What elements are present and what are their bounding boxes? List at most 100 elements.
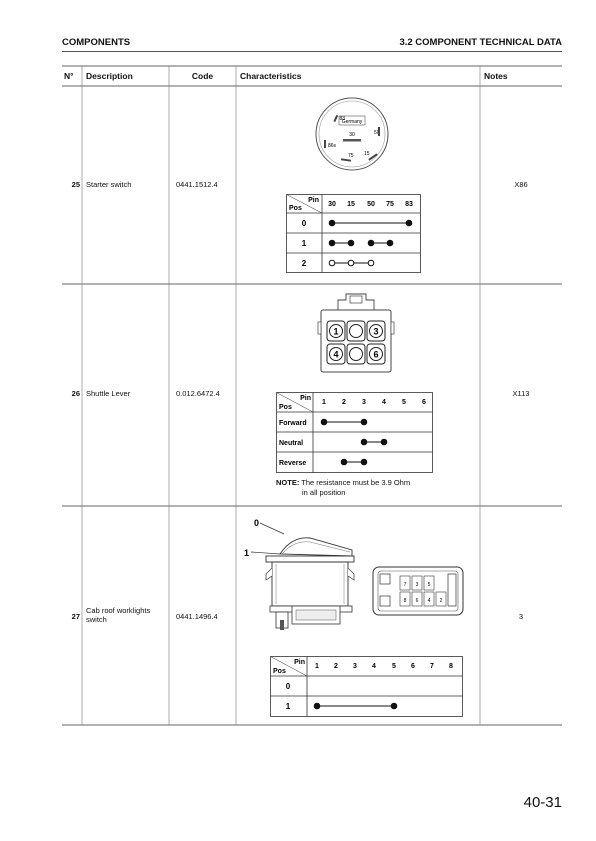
connector-pin-label: 6 [373, 350, 378, 360]
pin-label: 6 [411, 663, 415, 670]
row-code: 0441.1512.4 [176, 180, 218, 189]
terminal-50-label: 50 [374, 130, 380, 136]
lever-position-1-label: 1 [244, 548, 249, 558]
rear-pin-label: 2 [440, 598, 443, 604]
row-notes: X86 [514, 180, 528, 189]
header-rule [62, 51, 562, 52]
row-description-line1: Cab roof worklights [86, 606, 151, 615]
rear-pin-label: 4 [428, 598, 431, 604]
pin-label: 3 [362, 399, 366, 406]
connection-dot [347, 239, 355, 247]
terminal-15-label: 15 [364, 151, 370, 157]
connection-ring [367, 259, 375, 267]
resistance-note: NOTE: The resistance must be 3.9 Ohm [276, 478, 410, 487]
note-text: The resistance must be 3.9 Ohm [301, 478, 411, 487]
col-header-code: Code [191, 71, 214, 81]
position-label: Neutral [279, 440, 303, 447]
connection-dot [360, 418, 368, 426]
pin-label: 2 [342, 399, 346, 406]
position-label: Forward [279, 420, 307, 427]
row-number: 26 [71, 389, 80, 398]
connection-dot [390, 702, 398, 710]
row-description: Cab roof worklights switch [86, 606, 150, 624]
pin-label: 83 [405, 201, 413, 208]
connection-dot [313, 702, 321, 710]
pin-label: 75 [386, 201, 394, 208]
shuttle-lever-pin-table: Pin Pos 1 2 3 4 5 6 Forward Neutral Reve… [276, 392, 433, 473]
terminal-86s-label: 86s [328, 143, 337, 149]
pin-label: 15 [347, 201, 355, 208]
pin-header: Pin [300, 395, 311, 402]
terminal-83-label: 83 [339, 116, 345, 122]
connection-dot [386, 239, 394, 247]
rear-pin-label: 6 [416, 598, 419, 604]
pin-label: 2 [334, 663, 338, 670]
page-number: 40-31 [523, 794, 562, 811]
col-header-notes: Notes [484, 71, 508, 81]
pin-label: 30 [328, 201, 336, 208]
terminal-30-label: 30 [349, 132, 355, 138]
note-text-line2: in all position [302, 488, 346, 497]
starter-switch-pin-table: Pin Pos 30 15 50 75 83 0 1 2 [286, 194, 421, 273]
connection-dot [405, 219, 413, 227]
rear-pin-label: 8 [404, 598, 407, 604]
connector-pin-label: 4 [333, 350, 338, 360]
col-header-characteristics: Characteristics [240, 71, 302, 81]
position-label: 0 [302, 219, 307, 228]
pin-label: 5 [402, 399, 406, 406]
position-label: 2 [302, 259, 307, 268]
pin-label: 4 [382, 399, 386, 406]
row-notes: 3 [518, 612, 524, 621]
pos-header: Pos [279, 404, 292, 411]
rocker-switch-side-illustration: 0 1 [244, 518, 355, 630]
row-description: Starter switch [86, 180, 132, 189]
connector-pin-label: 3 [373, 327, 378, 337]
row-code: 0.012.6472.4 [176, 389, 220, 398]
worklights-switch-pin-table: Pin Pos 1 2 3 4 5 6 7 8 0 1 [270, 656, 463, 717]
pin-label: 1 [315, 663, 319, 670]
shuttle-lever-connector-illustration: 1 3 4 6 [317, 293, 395, 373]
pin-header: Pin [308, 197, 319, 204]
pin-header: Pin [294, 659, 305, 666]
position-label: 0 [286, 682, 291, 691]
starter-switch-illustration: Germany 30 83 50 86s 75 15 [315, 97, 389, 171]
row-notes: X113 [512, 389, 530, 398]
rear-pin-label: 5 [428, 582, 431, 588]
connection-ring [347, 259, 355, 267]
col-header-no: N° [64, 71, 74, 81]
lever-position-0-label: 0 [254, 518, 259, 528]
connection-dot [320, 418, 328, 426]
connector-pin-label: 1 [333, 327, 338, 337]
connection-dot [328, 239, 336, 247]
pin-label: 6 [422, 399, 426, 406]
connection-dot [328, 219, 336, 227]
rear-pin-label: 3 [416, 582, 419, 588]
row-number: 27 [71, 612, 80, 621]
connection-ring [328, 259, 336, 267]
germany-mark: Germany [342, 119, 363, 125]
chapter-title: 3.2 COMPONENT TECHNICAL DATA [399, 37, 562, 48]
connection-dot [360, 458, 368, 466]
pin-label: 3 [353, 663, 357, 670]
connection-dot [360, 438, 368, 446]
pin-label: 8 [449, 663, 453, 670]
connection-dot [340, 458, 348, 466]
section-title: COMPONENTS [62, 37, 131, 48]
position-label: 1 [286, 702, 291, 711]
terminal-75-label: 75 [348, 153, 354, 159]
pin-label: 50 [367, 201, 375, 208]
row-description-line2: switch [86, 615, 107, 624]
row-number: 25 [71, 180, 80, 189]
pin-label: 5 [392, 663, 396, 670]
position-label: Reverse [279, 460, 306, 467]
connection-dot [380, 438, 388, 446]
col-header-description: Description [86, 71, 133, 81]
connection-dot [367, 239, 375, 247]
pos-header: Pos [289, 205, 302, 212]
rear-pin-label: 7 [404, 582, 407, 588]
row-code: 0441.1496.4 [176, 612, 218, 621]
position-label: 1 [302, 239, 307, 248]
pin-label: 7 [430, 663, 434, 670]
row-description: Shuttle Lever [86, 389, 131, 398]
